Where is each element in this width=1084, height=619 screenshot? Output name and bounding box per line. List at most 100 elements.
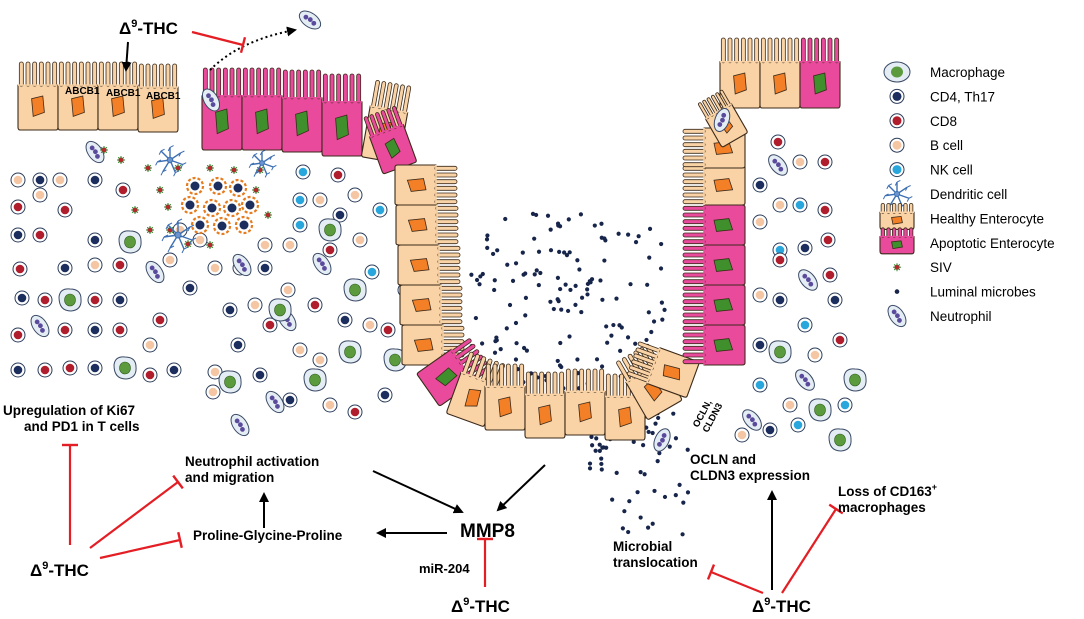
luminal-microbe <box>641 443 646 448</box>
luminal-microbe <box>677 482 682 487</box>
luminal-microbe <box>594 357 600 362</box>
luminal-microbe <box>555 358 560 364</box>
luminal-microbe-icon <box>894 289 900 294</box>
luminal-microbe <box>565 308 571 314</box>
b-cell <box>192 232 208 248</box>
luminal-microbe <box>589 434 594 439</box>
intestinal-epithelium <box>17 10 841 452</box>
cd4-th17-cell <box>57 260 73 276</box>
siv-icon <box>893 263 901 272</box>
thc-to-abcb1-arrow <box>121 41 132 72</box>
luminal-microbe <box>534 212 539 218</box>
neutrophil-cell <box>798 269 818 291</box>
neutrophil-cell <box>145 260 165 284</box>
b-cell <box>792 154 808 170</box>
neutrophil-cell <box>265 390 285 414</box>
nk-cell <box>752 377 768 393</box>
siv-particle <box>206 241 214 249</box>
infected-cell <box>240 195 260 215</box>
dendritic-cell <box>248 149 277 178</box>
legend-item: CD4, Th17 <box>889 88 995 104</box>
abcb1-label-2: ABCB1 <box>106 88 141 99</box>
luminal-microbe <box>680 532 685 537</box>
luminal-microbe <box>681 500 686 505</box>
abcb1-label-1: ABCB1 <box>65 86 100 97</box>
cd4-th17-cell <box>252 367 268 383</box>
neutrophil-cell <box>795 369 815 391</box>
cd8-cell <box>832 332 848 348</box>
apoptotic-enterocyte <box>682 324 746 366</box>
luminal-microbe <box>484 237 490 242</box>
cd4-th17-cell <box>87 322 103 338</box>
luminal-microbe <box>492 350 498 355</box>
cd8-cell <box>142 367 158 383</box>
neutrophil-cell <box>30 314 50 338</box>
apoptotic-enterocyte <box>241 67 283 151</box>
luminal-microbe <box>618 348 623 353</box>
siv-particle <box>252 186 260 194</box>
luminal-microbe <box>566 217 571 222</box>
luminal-microbe <box>513 320 519 326</box>
thc-inhibits-neutrophil-activation <box>89 474 184 549</box>
healthy-enterocyte <box>682 164 746 206</box>
luminal-microbe <box>558 340 563 346</box>
nk-cell <box>372 202 388 218</box>
luminal-microbe <box>603 238 608 243</box>
nk-cell <box>837 397 853 413</box>
cd4-th17-cell <box>10 362 26 378</box>
cd4-th17-cell <box>827 292 843 308</box>
dendritic-cell <box>161 218 197 254</box>
neutrophil-to-mmp8-arrow <box>372 470 464 514</box>
cd8-cell <box>307 297 323 313</box>
infected-cell <box>234 215 254 235</box>
cd163-label-line2: macrophages <box>838 500 926 515</box>
cd8-cell <box>380 322 396 338</box>
luminal-microbe <box>551 306 556 312</box>
cd4-th17-cell <box>797 240 813 256</box>
macrophage-icon <box>883 61 911 83</box>
cd8-icon <box>889 113 905 129</box>
luminal-microbe <box>667 444 672 449</box>
luminal-microbe <box>660 317 665 322</box>
cd8-cell <box>262 317 278 333</box>
healthy-enterocyte <box>719 37 761 109</box>
luminal-microbe <box>646 310 651 315</box>
luminal-microbe <box>523 295 529 300</box>
infected-cell <box>202 198 222 218</box>
luminal-microbe <box>577 267 582 272</box>
luminal-microbe <box>548 299 553 304</box>
b-cell <box>205 384 221 400</box>
apoptotic-enterocyte <box>281 69 323 153</box>
neutrophil-cell <box>85 140 105 164</box>
cd8-cell <box>770 134 786 150</box>
abcb1-label-3: ABCB1 <box>146 91 181 102</box>
pgp-label: Proline-Glycine-Proline <box>193 528 343 543</box>
cells-layer <box>10 134 867 537</box>
luminal-microbe <box>651 319 657 324</box>
macrophage-cell <box>768 340 792 364</box>
luminal-microbe <box>513 357 519 362</box>
b-cell <box>32 187 48 203</box>
cd8-cell <box>115 182 131 198</box>
cd8-cell <box>112 257 128 273</box>
cd8-cell <box>330 167 346 183</box>
luminal-microbe <box>604 324 609 329</box>
cd4-th17-cell <box>222 302 238 318</box>
thc-label-bottom: Δ9-THC <box>451 596 510 616</box>
cd4-th17-cell <box>752 177 768 193</box>
luminal-microbe <box>602 258 607 263</box>
neutrophil-cell <box>312 252 332 276</box>
luminal-microbe <box>532 272 537 277</box>
luminal-microbe <box>536 282 541 288</box>
legend-item: Apoptotic Enterocyte <box>879 227 1055 255</box>
ocln-label-line1: OCLN and <box>690 452 756 467</box>
cd8-cell <box>822 267 838 283</box>
pathway-arrows <box>62 26 844 595</box>
luminal-microbe <box>548 227 553 232</box>
b-cell <box>142 337 158 353</box>
legend-label: CD4, Th17 <box>930 89 995 104</box>
neutrophil-activation-line2: and migration <box>185 470 274 485</box>
luminal-microbe <box>555 275 561 280</box>
healthy-enterocyte <box>397 244 461 286</box>
cd4-th17-cell <box>257 260 273 276</box>
